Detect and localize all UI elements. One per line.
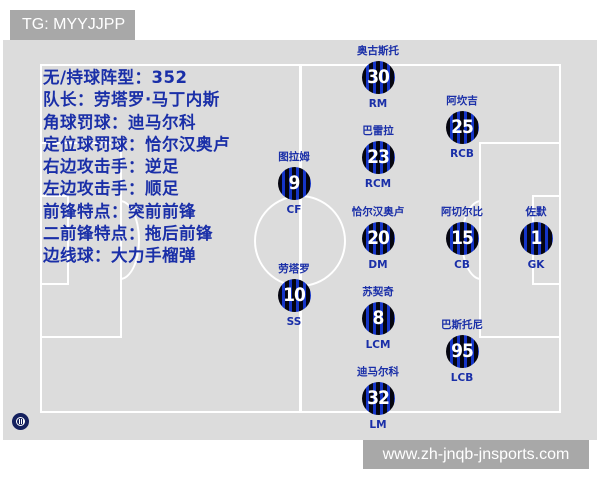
info-right-winger: 右边攻击手：逆足 bbox=[43, 157, 179, 177]
player-name: 迪马尔科 bbox=[357, 366, 399, 378]
info-second-striker-type: 二前锋特点：拖后前锋 bbox=[43, 224, 213, 244]
player-lcm[interactable]: 苏契奇 8 LCM bbox=[338, 285, 418, 352]
info-corner-taker: 角球罚球：迪马尔科 bbox=[43, 112, 196, 132]
player-name: 苏契奇 bbox=[362, 286, 394, 298]
player-position: RCM bbox=[364, 178, 392, 190]
jersey-number: 25 bbox=[445, 111, 479, 144]
player-rcb[interactable]: 阿坎吉 25 RCB bbox=[422, 94, 502, 161]
left-goal-box bbox=[40, 195, 69, 285]
player-rcm[interactable]: 巴雷拉 23 RCM bbox=[338, 124, 418, 191]
jersey-number: 95 bbox=[445, 335, 479, 368]
watermark-top: TG: MYYJJPP bbox=[10, 10, 135, 40]
player-position: LCB bbox=[450, 372, 474, 384]
player-name: 阿坎吉 bbox=[446, 95, 478, 107]
player-cb[interactable]: 阿切尔比 15 CB bbox=[422, 205, 502, 272]
crest-bar bbox=[23, 419, 25, 424]
jersey-number: 30 bbox=[361, 61, 395, 94]
player-dm[interactable]: 恰尔汉奥卢 20 DM bbox=[338, 205, 418, 272]
jersey-number: 10 bbox=[277, 279, 311, 312]
jersey-number: 32 bbox=[361, 382, 395, 415]
player-position: RM bbox=[368, 98, 388, 110]
player-lm[interactable]: 迪马尔科 32 LM bbox=[338, 365, 418, 432]
player-name: 图拉姆 bbox=[278, 151, 310, 163]
jersey-number: 1 bbox=[519, 222, 553, 255]
player-position: CB bbox=[454, 259, 470, 271]
player-ss[interactable]: 劳塔罗 10 SS bbox=[254, 262, 334, 329]
watermark-bottom: www.zh-jnqb-jnsports.com bbox=[363, 440, 589, 469]
player-position: LCM bbox=[365, 339, 391, 351]
info-formation: 无/持球阵型：352 bbox=[43, 68, 188, 87]
tactics-info: 无/持球阵型：352 队长：劳塔罗·马丁内斯 角球罚球：迪马尔科 定位球罚球：恰… bbox=[43, 67, 230, 268]
info-throw-in: 边线球：大力手榴弹 bbox=[43, 246, 196, 266]
player-lcb[interactable]: 巴斯托尼 95 LCB bbox=[422, 318, 502, 385]
jersey-number: 8 bbox=[361, 302, 395, 335]
player-position: GK bbox=[527, 259, 545, 271]
player-position: SS bbox=[286, 316, 302, 328]
inter-club-crest-icon bbox=[12, 413, 29, 430]
info-captain: 队长：劳塔罗·马丁内斯 bbox=[43, 90, 220, 110]
crest-bar bbox=[18, 419, 20, 424]
player-position: DM bbox=[368, 259, 388, 271]
jersey-number: 9 bbox=[277, 167, 311, 200]
jersey-number: 15 bbox=[445, 222, 479, 255]
player-position: CF bbox=[286, 204, 302, 216]
player-name: 恰尔汉奥卢 bbox=[351, 206, 405, 218]
jersey-number: 23 bbox=[361, 141, 395, 174]
player-name: 佐默 bbox=[525, 206, 547, 218]
player-name: 阿切尔比 bbox=[441, 206, 483, 218]
player-name: 巴雷拉 bbox=[362, 125, 394, 137]
player-position: LM bbox=[369, 419, 387, 431]
player-rm[interactable]: 奥古斯托 30 RM bbox=[338, 44, 418, 111]
jersey-number: 20 bbox=[361, 222, 395, 255]
player-gk[interactable]: 佐默 1 GK bbox=[496, 205, 576, 272]
crest-bar bbox=[20, 419, 23, 424]
player-position: RCB bbox=[450, 148, 474, 160]
player-cf[interactable]: 图拉姆 9 CF bbox=[254, 150, 334, 217]
player-name: 劳塔罗 bbox=[278, 263, 310, 275]
crest-ring bbox=[16, 417, 25, 426]
info-striker-type: 前锋特点：突前前锋 bbox=[43, 201, 196, 221]
player-name: 奥古斯托 bbox=[357, 45, 399, 57]
player-name: 巴斯托尼 bbox=[441, 319, 483, 331]
info-free-kick-taker: 定位球罚球：恰尔汉奥卢 bbox=[43, 134, 230, 154]
info-left-winger: 左边攻击手：顺足 bbox=[43, 179, 179, 199]
